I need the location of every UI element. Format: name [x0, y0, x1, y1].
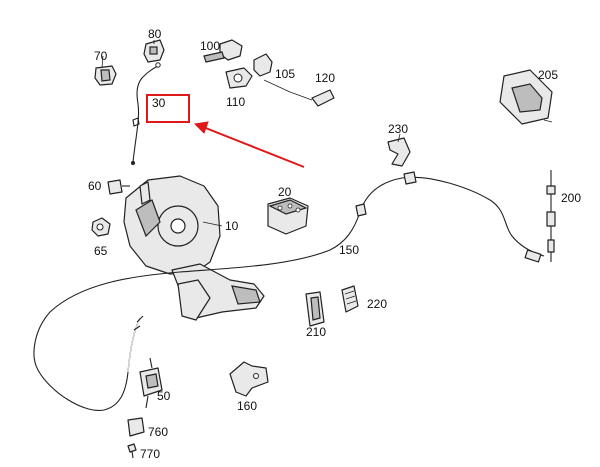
- label-100: 100: [200, 39, 220, 53]
- label-220: 220: [367, 297, 387, 311]
- label-50: 50: [157, 389, 171, 403]
- part-210-switch[interactable]: [305, 291, 325, 327]
- label-120: 120: [315, 71, 335, 85]
- label-105: 105: [275, 67, 295, 81]
- leader-lines: [101, 40, 401, 227]
- part-60-bolt[interactable]: [107, 179, 130, 195]
- label-80: 80: [148, 27, 162, 41]
- part-10-pedal-assembly[interactable]: [123, 175, 265, 321]
- part-160-bracket[interactable]: [229, 361, 269, 397]
- highlight-arrow-head: [193, 121, 209, 134]
- part-30-release-cable[interactable]: [131, 62, 161, 165]
- part-120-screw[interactable]: [263, 79, 335, 107]
- part-50-connector[interactable]: [139, 357, 163, 409]
- part-labels: 70 80 100 105 110 120 205 30 230 60 20 2…: [88, 27, 581, 461]
- part-220-cap[interactable]: [341, 285, 359, 313]
- part-200-sensor[interactable]: [546, 170, 556, 262]
- part-70-clip[interactable]: [94, 65, 117, 86]
- label-770: 770: [140, 447, 160, 461]
- label-10: 10: [225, 219, 239, 233]
- part-760-plug[interactable]: [127, 417, 145, 437]
- label-110: 110: [226, 95, 245, 109]
- part-65-nut[interactable]: [91, 217, 111, 237]
- label-70: 70: [94, 49, 108, 63]
- part-105-cover[interactable]: [253, 53, 273, 77]
- highlight-arrow-shaft: [202, 126, 305, 168]
- label-760: 760: [148, 425, 168, 439]
- label-230: 230: [388, 122, 408, 136]
- part-770-pin[interactable]: [127, 443, 137, 459]
- part-150-cable[interactable]: [33, 171, 545, 411]
- label-65: 65: [94, 244, 108, 258]
- label-160: 160: [237, 399, 257, 413]
- part-110-lock-cylinder[interactable]: [225, 67, 253, 89]
- label-20: 20: [278, 185, 292, 199]
- part-80-bracket[interactable]: [143, 39, 165, 63]
- part-20-module[interactable]: [267, 197, 309, 235]
- label-210: 210: [306, 325, 326, 339]
- label-30: 30: [152, 96, 166, 110]
- label-60: 60: [88, 179, 102, 193]
- label-150: 150: [339, 243, 359, 257]
- part-230-holder[interactable]: [387, 137, 411, 167]
- label-205: 205: [538, 68, 558, 82]
- highlight-annotation: [146, 94, 305, 168]
- part-205-control-unit[interactable]: [499, 69, 553, 125]
- part-100-key[interactable]: [203, 39, 243, 63]
- highlight-box: [146, 94, 190, 123]
- label-200: 200: [561, 191, 581, 205]
